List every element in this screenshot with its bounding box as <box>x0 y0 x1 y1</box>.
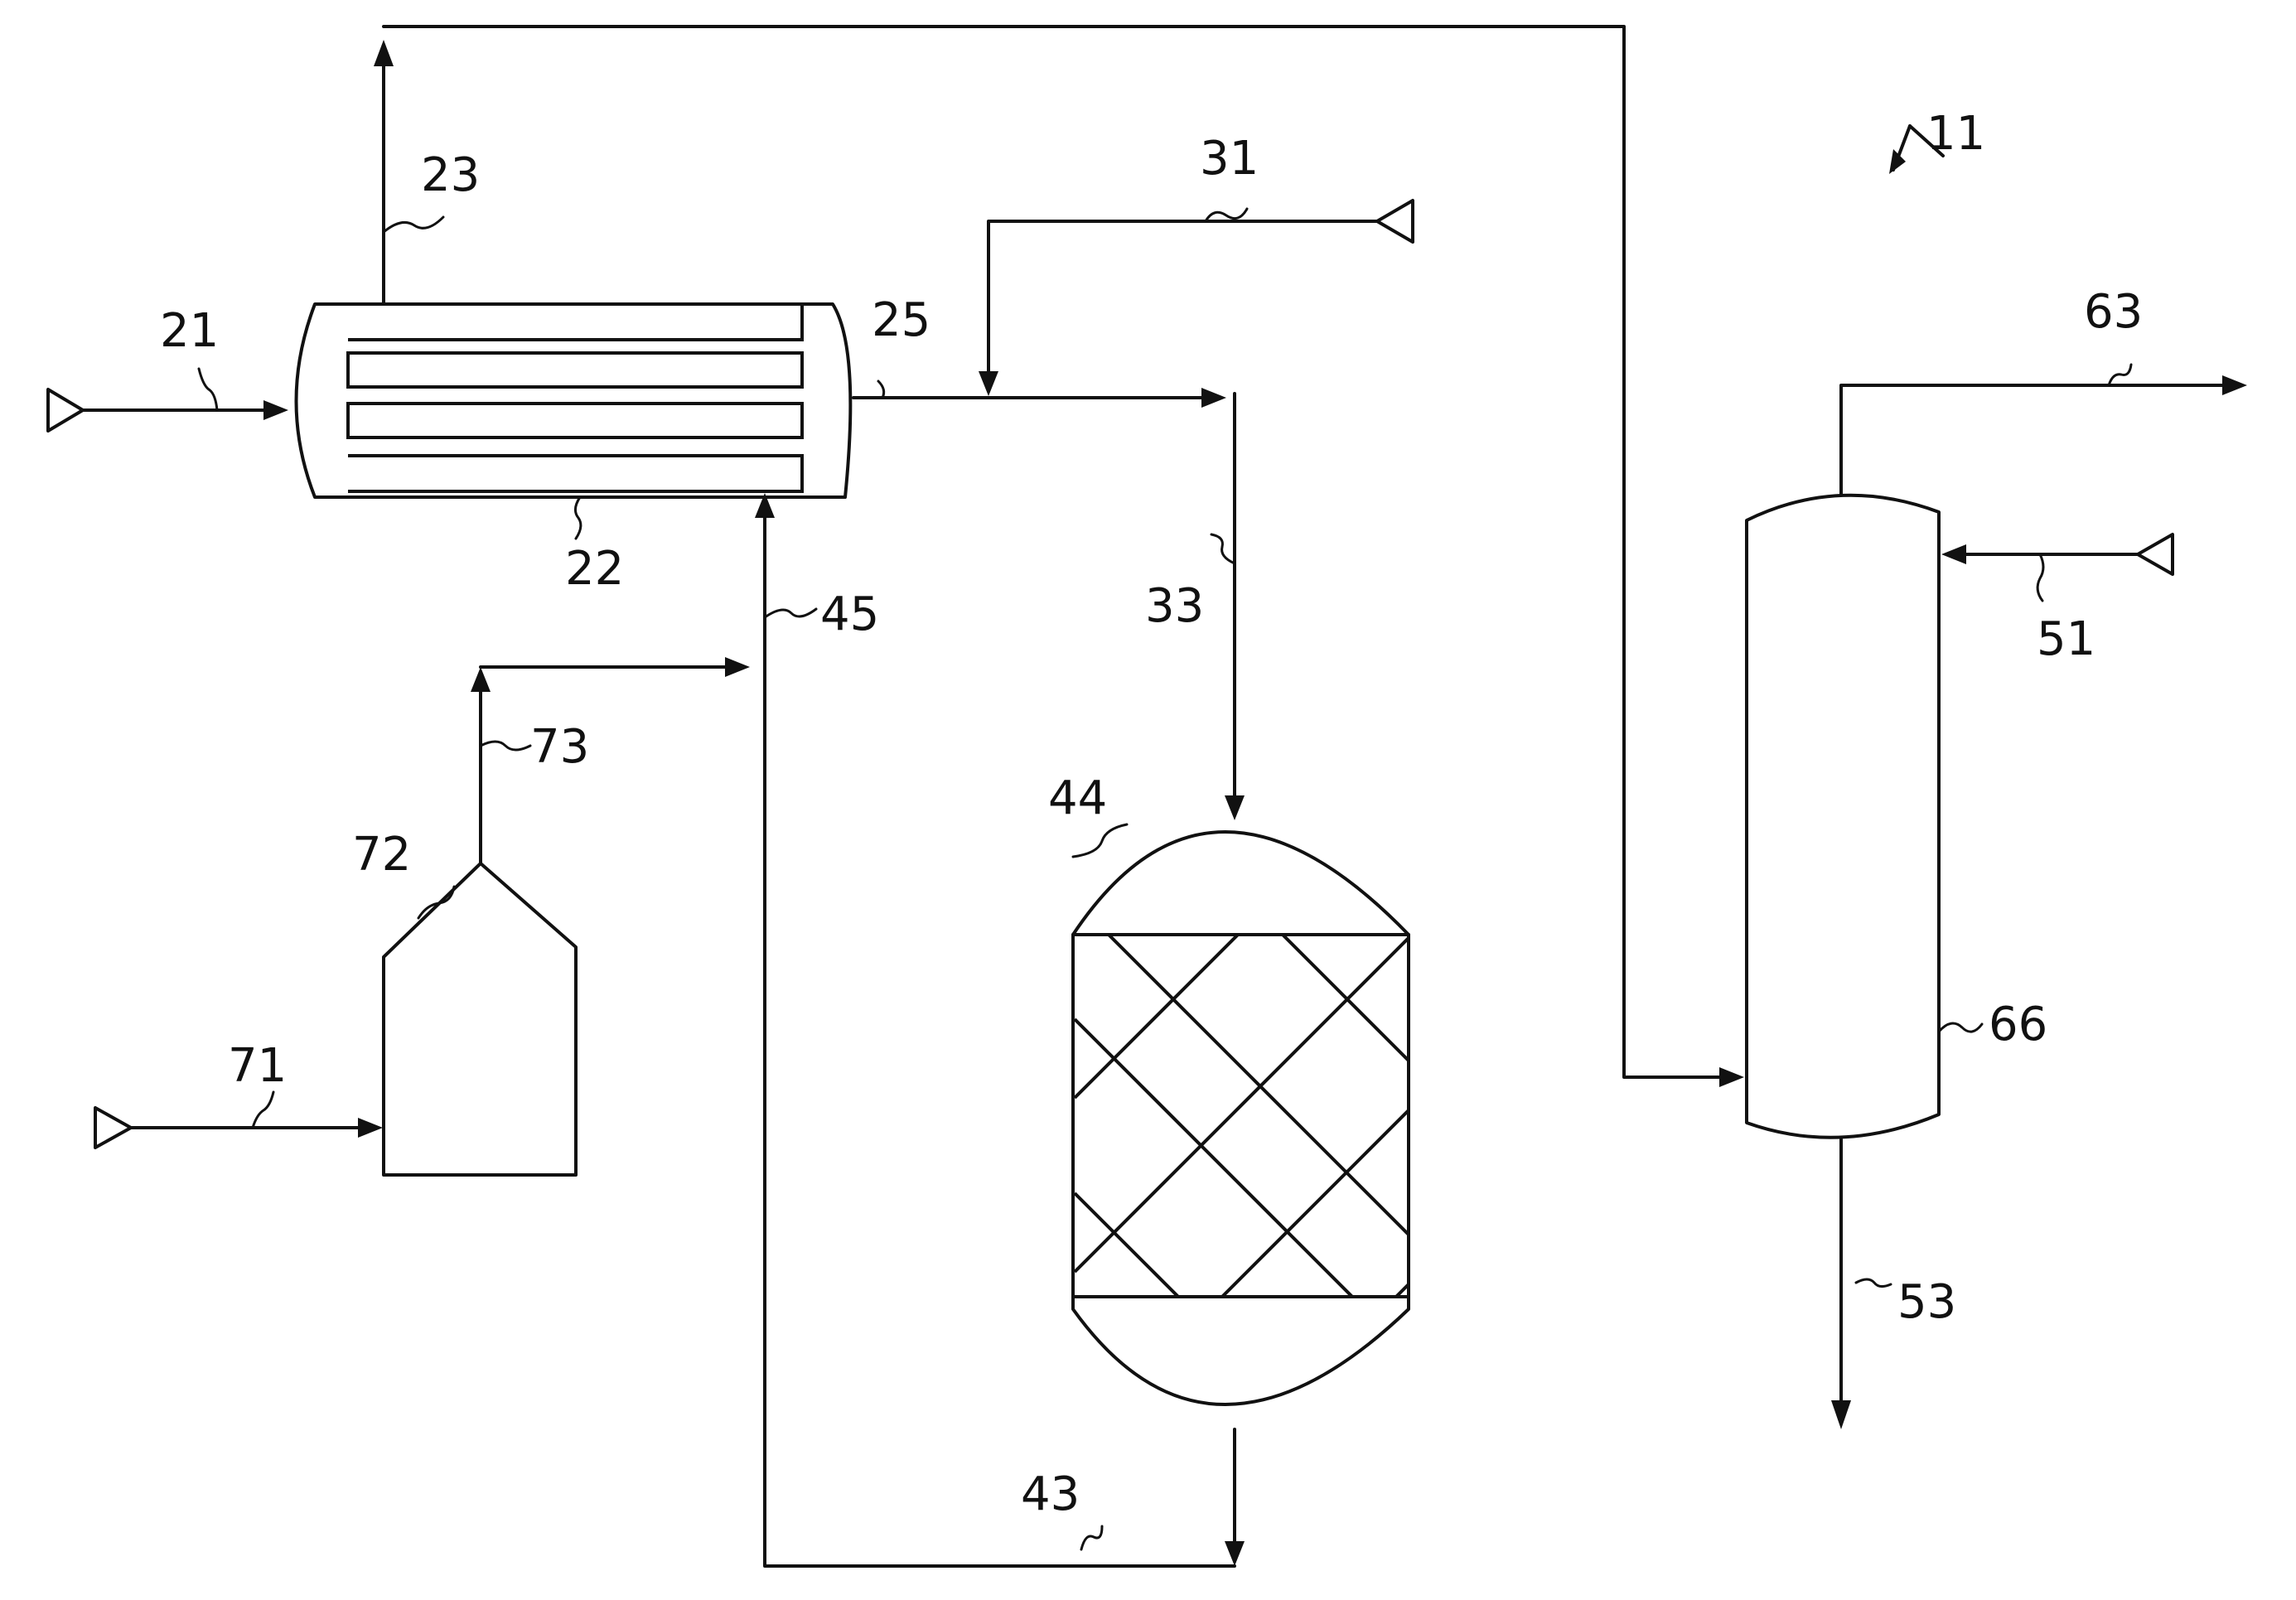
label-11: 11 <box>1926 107 1985 161</box>
column-66 <box>1747 495 1939 1138</box>
label-25: 25 <box>872 293 930 347</box>
label-31: 31 <box>1200 132 1259 186</box>
stream-73 <box>471 657 750 863</box>
stream-63 <box>1841 375 2247 494</box>
stream-31 <box>979 201 1413 396</box>
label-22: 22 <box>565 542 624 596</box>
label-73: 73 <box>530 720 589 774</box>
label-53: 53 <box>1897 1275 1956 1329</box>
label-45: 45 <box>820 587 879 641</box>
reference-numerals: 11 21 22 23 25 31 33 43 44 45 51 53 63 6… <box>160 107 2143 1521</box>
stream-71 <box>95 1108 383 1148</box>
stream-53 <box>1831 1139 1851 1429</box>
stream-51 <box>1941 534 2173 574</box>
vessel-72 <box>384 863 576 1175</box>
stream-21 <box>48 389 288 431</box>
label-66: 66 <box>1989 998 2047 1051</box>
stream-43 <box>755 493 1245 1566</box>
reactor-44 <box>1073 832 1419 1404</box>
label-33: 33 <box>1145 579 1204 633</box>
label-44: 44 <box>1048 771 1107 825</box>
label-23: 23 <box>421 148 480 202</box>
catalyst-bed-hatching <box>1075 928 1419 1371</box>
label-21: 21 <box>160 304 219 358</box>
stream-33 <box>1225 394 1245 820</box>
label-43: 43 <box>1021 1467 1080 1521</box>
heat-exchanger-22 <box>297 304 851 497</box>
label-51: 51 <box>2037 612 2095 666</box>
label-72: 72 <box>352 828 411 882</box>
label-63: 63 <box>2084 285 2143 339</box>
label-71: 71 <box>228 1039 287 1093</box>
stream-25 <box>853 388 1226 408</box>
